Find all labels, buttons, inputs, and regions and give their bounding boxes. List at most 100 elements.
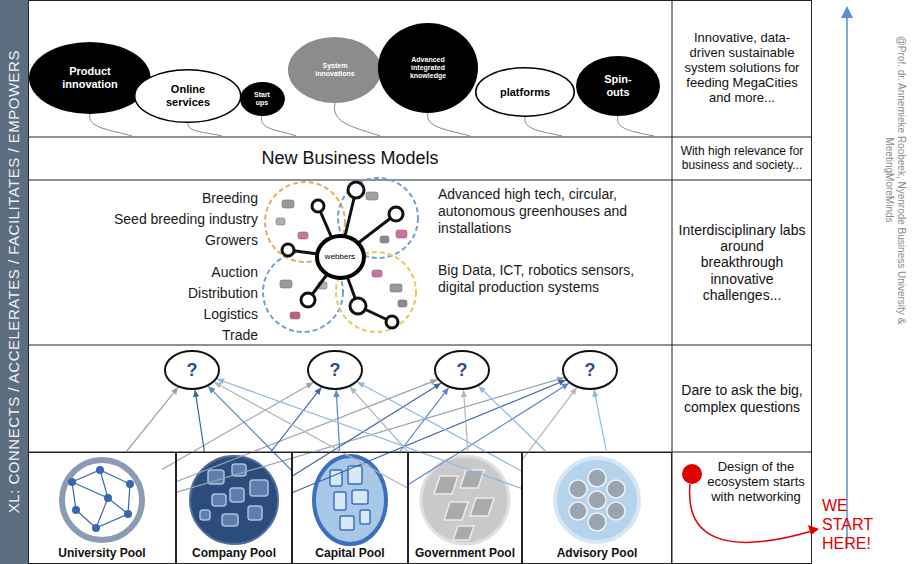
pool-connector xyxy=(408,383,569,484)
chain-item: Trade xyxy=(40,327,258,344)
pool-connector xyxy=(217,379,522,489)
pool-box: Company Pool xyxy=(176,452,292,564)
illustration-path xyxy=(188,123,222,136)
illustration-circle xyxy=(62,460,142,540)
illustration-circle xyxy=(350,298,366,314)
illustration-path xyxy=(428,113,470,136)
pool-connector xyxy=(479,386,547,452)
illustration-path xyxy=(434,476,458,494)
illustration-circle xyxy=(555,458,639,542)
connector-group xyxy=(461,390,468,452)
title-band: New Business Models xyxy=(28,137,672,180)
pool-label: Advisory Pool xyxy=(557,547,638,561)
pool-connector xyxy=(292,380,566,493)
illustration-path xyxy=(262,116,296,136)
question-mark: ? xyxy=(585,360,596,381)
illustration-circle xyxy=(312,200,324,212)
illustration-line xyxy=(28,180,812,181)
illustration-path xyxy=(90,114,132,136)
illustration-rect xyxy=(380,236,389,243)
illustration-g xyxy=(263,178,418,332)
illustration-rect xyxy=(290,312,300,319)
note-cell: Dare to ask the big, complex questions xyxy=(672,345,812,452)
illustration-rect xyxy=(352,490,368,504)
connector-group xyxy=(193,390,205,452)
pool-connector xyxy=(357,382,522,471)
pool-connector xyxy=(214,382,408,488)
illustration-circle xyxy=(104,494,112,502)
arrowhead xyxy=(333,390,339,397)
chain-item: Breeding xyxy=(40,190,258,207)
pool-connector xyxy=(271,387,322,452)
ellipse-shape xyxy=(165,351,219,389)
illustration-path xyxy=(808,525,819,535)
pool-label: University Pool xyxy=(58,547,145,561)
note-cell: With high relevance for business and soc… xyxy=(672,137,812,180)
illustration-circle xyxy=(569,502,587,520)
node-text: Spin-outs xyxy=(593,73,643,98)
illustration-circle xyxy=(92,524,100,532)
illustration-path xyxy=(334,103,380,136)
pool-connector xyxy=(594,390,607,452)
node-text: Dare to ask the big, complex questions xyxy=(678,382,806,414)
ellipse-shape xyxy=(288,37,381,103)
illustration-path xyxy=(841,6,853,18)
arrowhead xyxy=(461,390,467,397)
ellipse-shape xyxy=(29,42,151,114)
arrowhead xyxy=(561,383,569,389)
connector-group xyxy=(292,380,566,493)
connector-group xyxy=(400,388,449,452)
chain-item: Logistics xyxy=(40,306,258,323)
connector-group xyxy=(217,378,522,488)
idea-ellipse: Start ups xyxy=(240,82,285,116)
pool-connector xyxy=(400,388,449,452)
illustration-rect xyxy=(280,280,292,288)
illustration-rect xyxy=(250,480,268,496)
node-text: Advanced integrated knowledge xyxy=(398,56,458,80)
pool-connector xyxy=(195,390,204,452)
arrowhead xyxy=(357,382,365,388)
illustration-circle xyxy=(124,510,132,518)
illustration-circle xyxy=(190,456,278,544)
question-mark: ? xyxy=(187,360,198,381)
pool-connector xyxy=(176,378,564,493)
illustration-circle xyxy=(72,506,80,514)
illustration-rect xyxy=(212,494,226,506)
ellipse-shape xyxy=(135,70,241,123)
question-circle: ? xyxy=(434,350,490,390)
illustration-rect xyxy=(230,488,244,502)
illustration-rect xyxy=(372,270,382,277)
chain-item: Growers xyxy=(40,232,258,249)
pool-label: Government Pool xyxy=(415,547,515,561)
illustration-path xyxy=(72,470,130,528)
illustration-g xyxy=(68,466,134,532)
connector-group xyxy=(271,387,322,452)
illustration-path xyxy=(618,116,654,136)
node-text: webbers xyxy=(325,252,355,261)
connector-group xyxy=(408,383,569,484)
illustration-g xyxy=(282,182,403,328)
arrowhead xyxy=(592,390,598,397)
ellipse-shape xyxy=(435,351,489,389)
illustration-circle xyxy=(389,207,403,221)
pool-label: Capital Pool xyxy=(315,547,384,561)
illustration-g xyxy=(434,470,494,540)
node-text: Interdisciplinary labs around breakthrou… xyxy=(678,222,806,302)
arrowhead xyxy=(433,383,441,389)
illustration-circle xyxy=(588,513,606,531)
illustration-circle xyxy=(421,456,509,544)
illustration-circle xyxy=(68,478,76,486)
ellipse-shape xyxy=(563,351,617,389)
ellipse-shape xyxy=(576,56,660,116)
illustration-rect xyxy=(298,232,308,239)
illustration-circle xyxy=(386,316,398,328)
arrowhead xyxy=(208,386,215,393)
illustration-g xyxy=(276,192,407,319)
idea-ellipse: Advanced integrated knowledge xyxy=(378,23,478,113)
connector-group xyxy=(208,386,292,470)
illustration-circle xyxy=(301,293,315,307)
illustration-rect xyxy=(29,1,812,564)
illustration-rect xyxy=(222,514,238,526)
illustration-line xyxy=(846,16,848,548)
connector-group xyxy=(176,377,564,493)
